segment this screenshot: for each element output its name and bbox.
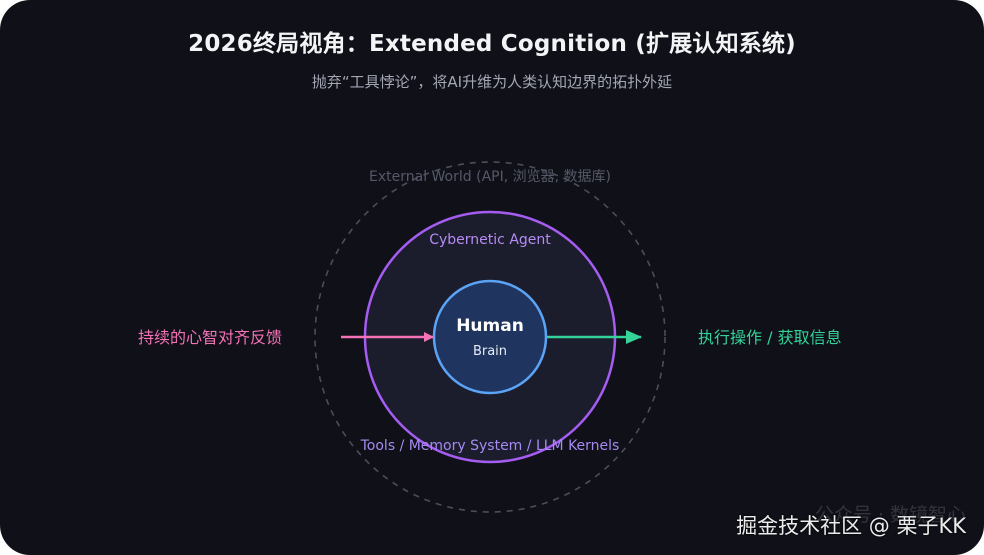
watermark-juejin: 掘金技术社区 @ 栗子KK bbox=[736, 514, 966, 538]
feedback-label: 持续的心智对齐反馈 bbox=[138, 328, 282, 347]
external-world-label: External World (API, 浏览器, 数据库) bbox=[369, 169, 611, 185]
page-title: 2026终局视角：Extended Cognition (扩展认知系统) bbox=[188, 31, 796, 57]
action-label: 执行操作 / 获取信息 bbox=[698, 328, 842, 347]
external-world-ring bbox=[314, 161, 666, 513]
watermark-wechat: 公众号 · 数镜智心 bbox=[814, 504, 966, 526]
human-brain-core bbox=[432, 279, 548, 395]
core-subtitle: Brain bbox=[473, 344, 507, 359]
cybernetic-agent-label: Cybernetic Agent bbox=[429, 232, 551, 248]
tools-layer-label: Tools / Memory System / LLM Kernels bbox=[360, 438, 620, 454]
page-subtitle: 抛弃“工具悖论”，将AI升维为人类认知边界的拓扑外延 bbox=[311, 73, 673, 91]
core-title: Human bbox=[456, 316, 524, 336]
